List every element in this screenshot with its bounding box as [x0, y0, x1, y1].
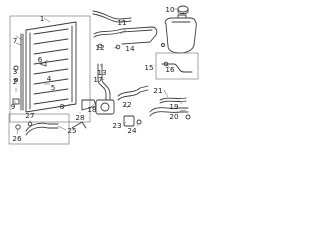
- radiator-assembly-box: [9, 15, 91, 123]
- reservoir-cap: [177, 5, 189, 13]
- bypass-hose-17-edge: [117, 89, 149, 101]
- callout-18: 18: [87, 105, 97, 114]
- bypass-hose: [92, 10, 132, 20]
- lower-hose-box: [8, 113, 70, 145]
- callout-4: 4: [47, 74, 52, 83]
- reservoir-bolt: [161, 43, 165, 47]
- callout-labels: 1 2 3 4 5 6 7 8 9 10 11 12 13 14 15 16 1…: [11, 5, 179, 143]
- radiator-core: [25, 21, 77, 113]
- drain-plug: [13, 65, 19, 71]
- hose-clamp-27: [27, 121, 33, 127]
- heater-hose-13: [97, 63, 107, 109]
- reservoir-neck: [171, 14, 191, 23]
- upper-radiator-hose: [93, 26, 158, 45]
- overflow-clamp: [163, 61, 169, 67]
- radiator-fins: [33, 28, 69, 105]
- radiator-side-tanks: [29, 25, 73, 110]
- upper-radiator-hose-edge: [93, 29, 153, 38]
- bolt-24: [136, 119, 142, 125]
- callout-1: 1: [40, 14, 45, 23]
- thermostat-housing: [95, 99, 115, 115]
- clip-6: [39, 61, 47, 67]
- thermostat-group: [71, 63, 149, 129]
- callout-15: 15: [144, 63, 153, 72]
- lower-hose: [25, 122, 59, 132]
- heater-hose-13-edge: [101, 63, 111, 109]
- bracket-28: [71, 121, 87, 129]
- clamp-20: [185, 114, 191, 120]
- leader-lines: [13, 8, 187, 135]
- clamp-14: [115, 44, 121, 50]
- callout-23: 23: [112, 121, 121, 130]
- clamp-12: [97, 43, 103, 49]
- callout-8: 8: [60, 102, 65, 111]
- bypass-hose-17: [117, 85, 149, 97]
- callout-25: 25: [67, 126, 76, 135]
- callout-12: 12: [95, 43, 104, 52]
- callout-2: 2: [13, 77, 18, 86]
- parts-diagram: 1 2 3 4 5 6 7 8 9 10 11 12 13 14 15 16 1…: [0, 0, 200, 147]
- callout-22: 22: [122, 100, 131, 109]
- diagram-canvas: 1 2 3 4 5 6 7 8 9 10 11 12 13 14 15 16 1…: [8, 5, 199, 145]
- callout-10: 10: [165, 5, 175, 14]
- callout-3: 3: [13, 67, 18, 76]
- callout-11: 11: [117, 18, 126, 27]
- bypass-hose-edge: [92, 13, 132, 23]
- mount-bushing: [12, 98, 20, 105]
- water-outlet-22: [81, 99, 97, 111]
- callout-28: 28: [75, 113, 85, 122]
- callout-7: 7: [13, 36, 18, 45]
- hose-19-edge: [149, 111, 189, 117]
- hose-clamp-26: [15, 124, 21, 130]
- callout-24: 24: [127, 126, 137, 135]
- callout-27: 27: [25, 111, 34, 120]
- hose-19: [149, 107, 189, 113]
- reservoir-cap-skirt: [177, 8, 189, 14]
- lower-hose-edge: [25, 126, 59, 136]
- callout-16: 16: [165, 65, 175, 74]
- upper-hose-group: [92, 10, 158, 50]
- callout-13: 13: [97, 68, 106, 77]
- overflow-hose: [161, 63, 193, 73]
- coolant-reservoir: [164, 17, 197, 54]
- overflow-hose-box: [155, 52, 199, 80]
- callout-20: 20: [169, 112, 179, 121]
- lower-hose-group: [8, 113, 70, 145]
- callout-5: 5: [51, 83, 56, 92]
- callout-6: 6: [38, 55, 43, 64]
- lower-right-hose-group: [149, 97, 191, 120]
- overflow-hose-group: [155, 52, 199, 80]
- hose-21-edge: [159, 100, 187, 104]
- hose-21: [159, 97, 187, 101]
- sensor-23: [123, 115, 135, 127]
- callout-26: 26: [12, 134, 22, 143]
- callout-9: 9: [11, 102, 16, 111]
- thermostat: [100, 102, 110, 112]
- callout-21: 21: [153, 86, 162, 95]
- callout-14: 14: [125, 44, 135, 53]
- radiator-group: [9, 15, 91, 123]
- callout-17: 17: [93, 75, 102, 84]
- callout-19: 19: [169, 102, 179, 111]
